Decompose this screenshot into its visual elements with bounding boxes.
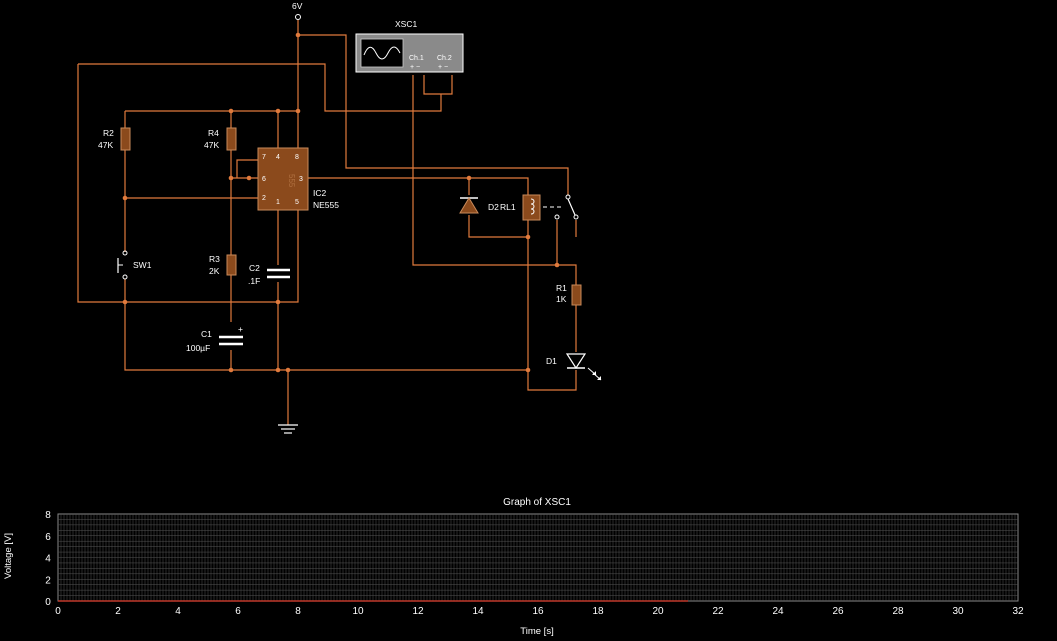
- graph-ylabel: Voltage [V]: [3, 533, 14, 579]
- x-tick-label: 20: [652, 606, 664, 617]
- x-tick-label: 28: [892, 606, 904, 617]
- r1-value: 1K: [556, 294, 567, 304]
- diode-d2[interactable]: D2: [459, 197, 499, 214]
- oscilloscope-xsc1[interactable]: XSC1 Ch.1 Ch.2 + − + −: [355, 19, 464, 73]
- rl1-ref: RL1: [500, 202, 516, 212]
- c1-polarity: +: [238, 324, 243, 334]
- resistor-r4[interactable]: R4 47K: [204, 127, 237, 151]
- x-tick-label: 6: [235, 606, 241, 617]
- scope-ch2-polarity: + −: [438, 64, 448, 71]
- resistor-r2[interactable]: R2 47K: [98, 127, 131, 151]
- y-tick-label: 6: [45, 532, 51, 543]
- y-tick-label: 8: [45, 510, 51, 521]
- x-tick-label: 10: [352, 606, 364, 617]
- ic2-pin-3: 3: [299, 176, 303, 183]
- r4-value: 47K: [204, 140, 219, 150]
- supply-terminal[interactable]: [295, 14, 301, 20]
- ic2-pin-1: 1: [276, 199, 280, 206]
- r4-ref: R4: [208, 128, 219, 138]
- switch-sw1[interactable]: SW1: [117, 250, 152, 280]
- x-tick-label: 0: [55, 606, 61, 617]
- x-tick-label: 30: [952, 606, 964, 617]
- scope-ch2-label: Ch.2: [437, 55, 452, 62]
- c2-value: .1F: [248, 276, 260, 286]
- x-tick-label: 2: [115, 606, 121, 617]
- x-tick-label: 22: [712, 606, 724, 617]
- x-tick-label: 4: [175, 606, 181, 617]
- x-tick-label: 26: [832, 606, 844, 617]
- ic2-pin-7: 7: [262, 154, 266, 161]
- y-tick-label: 4: [45, 554, 51, 565]
- junctions: [122, 32, 560, 373]
- supply-label: 6V: [292, 1, 303, 11]
- x-tick-label: 32: [1012, 606, 1024, 617]
- y-tick-label: 0: [45, 597, 51, 608]
- graph-xlabel: Time [s]: [520, 626, 553, 637]
- ic2-pin-6: 6: [262, 176, 266, 183]
- d2-ref: D2: [488, 202, 499, 212]
- y-tick-label: 2: [45, 575, 51, 586]
- scope-ch1-label: Ch.1: [409, 55, 424, 62]
- ic2-body-label: 555: [287, 174, 296, 188]
- sw1-ref: SW1: [133, 260, 152, 270]
- d1-ref: D1: [546, 356, 557, 366]
- ic2-pin-8: 8: [295, 154, 299, 161]
- ic2-ref: IC2: [313, 188, 327, 198]
- scope-ch1-polarity: + −: [410, 64, 420, 71]
- relay-rl1[interactable]: RL1: [500, 194, 579, 221]
- circuit-schematic: 6V: [77, 1, 602, 434]
- c2-ref: C2: [249, 263, 260, 273]
- r3-ref: R3: [209, 254, 220, 264]
- x-tick-label: 14: [472, 606, 484, 617]
- x-tick-label: 8: [295, 606, 301, 617]
- x-tick-label: 18: [592, 606, 604, 617]
- c1-value: 100µF: [186, 343, 210, 353]
- ic2-pin-4: 4: [276, 154, 280, 161]
- timer-ic2[interactable]: 7 4 8 6 3 2 1 5 555 IC2 NE555: [257, 147, 339, 211]
- ic2-pin-2: 2: [262, 195, 266, 202]
- ground-symbol: [278, 424, 298, 434]
- capacitor-c2[interactable]: C2 .1F: [248, 263, 290, 286]
- led-d1[interactable]: D1: [546, 353, 602, 381]
- resistor-r3[interactable]: R3 2K: [209, 254, 237, 276]
- resistor-r1[interactable]: R1 1K: [556, 283, 582, 306]
- waveform-icon: [363, 46, 401, 60]
- r2-ref: R2: [103, 128, 114, 138]
- x-tick-label: 12: [412, 606, 424, 617]
- capacitor-c1[interactable]: + C1 100µF: [186, 324, 243, 353]
- wires: [77, 20, 577, 425]
- r2-value: 47K: [98, 140, 113, 150]
- r3-value: 2K: [209, 266, 220, 276]
- r1-ref: R1: [556, 283, 567, 293]
- ic2-part: NE555: [313, 200, 339, 210]
- x-tick-label: 24: [772, 606, 784, 617]
- ic2-pin-5: 5: [295, 199, 299, 206]
- scope-label: XSC1: [395, 19, 417, 29]
- x-tick-label: 16: [532, 606, 544, 617]
- c1-ref: C1: [201, 329, 212, 339]
- graph-title: Graph of XSC1: [503, 497, 571, 508]
